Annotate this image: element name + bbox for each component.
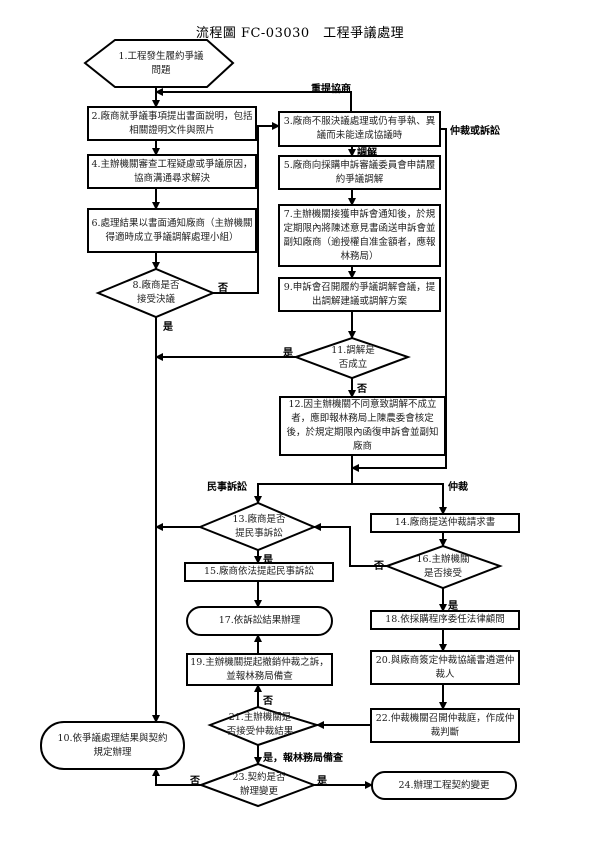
node-4-text: 4.主辦機關審查工程疑慮或爭議原因，協商溝通尋求解決 (91, 159, 253, 184)
node-6-shape (87, 208, 257, 253)
edge-16-13 (313, 523, 387, 567)
label-n16-yes: 是 (448, 601, 458, 612)
label-civil-litigation: 民事訴訟 (207, 482, 247, 493)
node-22-shape (370, 708, 520, 743)
node-8-text: 8.廠商是否接受決議 (132, 280, 180, 305)
node-13-text: 13.廠商是否提民事訴訟 (232, 514, 286, 539)
node-12-text: 12.因主辦機關不同意致調解不成立者，應即報林務局上陳農委會核定後，於規定期限內… (286, 399, 439, 452)
edge-split-14 (352, 483, 447, 515)
label-n16-no: 否 (374, 561, 384, 572)
diagram-title: 流程圖 FC-03030 工程爭議處理 (195, 26, 405, 41)
label-arbitration-or-litigation: 仲裁或訴訟 (450, 126, 500, 137)
edge-split-13 (254, 483, 352, 504)
node-4-shape (87, 154, 257, 189)
edge-3-arbitration (351, 128, 447, 472)
node-9-text: 9.申訴會召開履約爭議調解會議，提出調解建議或調解方案 (283, 282, 436, 307)
label-n23-no: 否 (190, 776, 200, 787)
node-20-shape (370, 650, 520, 685)
node-3-text: 3.廠商不服決議處理或仍有爭執、異議而未能達成協議時 (283, 116, 436, 141)
node-23-text: 23.契約是否辦理變更 (232, 772, 286, 797)
node-19-text: 19.主辦機關提起撤銷仲裁之訴，並報林務局備查 (190, 656, 329, 682)
label-arbitration: 仲裁 (448, 482, 468, 493)
label-n21-yes: 是，報林務局備查 (263, 753, 343, 764)
edge-8-3 (213, 122, 280, 294)
node-9-shape (278, 277, 441, 312)
node-1-text: 1.工程發生履約爭議問題 (118, 51, 204, 76)
edge-3-renegotiate (155, 88, 352, 112)
node-22-text: 22.仲裁機關召開仲裁庭，作成仲裁判斷 (375, 713, 515, 738)
node-11-text: 11.調解是否成立 (331, 345, 375, 370)
edge-23-10 (152, 768, 201, 786)
node-16-text: 16.主辦機關是否接受 (416, 554, 470, 579)
node-11-shape (293, 336, 411, 380)
label-n23-yes: 是 (317, 776, 327, 787)
node-2-shape (87, 106, 257, 141)
node-1-shape (83, 39, 235, 88)
node-20-text: 20.與廠商簽定仲裁協議書遴選仲裁人 (375, 655, 515, 680)
node-17-text: 17.依訴訟結果辦理 (218, 615, 301, 626)
node-24-text: 24.辦理工程契約變更 (398, 779, 490, 791)
node-18-text: 18.依採購程序委任法律顧問 (385, 614, 505, 625)
node-14-text: 14.廠商提送仲裁請求書 (394, 517, 496, 528)
label-n13-yes: 是 (263, 555, 273, 566)
node-2-text: 2.廠商就爭議事項提出書面說明，包括相關證明文件與照片 (91, 111, 253, 136)
node-5-text: 5.廠商向採購申訴審議委員會申請履約爭議調解 (283, 160, 436, 185)
label-renegotiate: 重提協商 (311, 84, 351, 95)
node-6-text: 6.處理結果以書面通知廠商（主辦機關得適時成立爭議調解處理小組） (91, 217, 253, 243)
node-16-shape (384, 544, 503, 590)
node-7-shape (278, 204, 441, 267)
label-mediation: 調解 (357, 148, 377, 159)
label-n11-no: 否 (357, 384, 367, 395)
label-n8-yes: 是 (163, 322, 173, 333)
node-12-shape (279, 396, 446, 456)
label-n8-no: 否 (218, 283, 228, 294)
node-7-text: 7.主辦機關接獲申訴會通知後，於規定期限內將陳述意見書函送申訴會並副知廠商（逾授… (283, 208, 436, 262)
node-21-text: 21.主辦機關是否接受仲裁結果 (226, 712, 294, 737)
node-10-text: 10.依爭議處理結果與契約規定辦理 (57, 732, 168, 758)
label-n21-no: 否 (263, 696, 273, 707)
node-10-shape (40, 721, 185, 770)
node-5-shape (278, 155, 441, 190)
node-15-text: 15.廠商依法提起民事訴訟 (203, 566, 315, 577)
label-n11-yes: 是 (283, 348, 293, 359)
